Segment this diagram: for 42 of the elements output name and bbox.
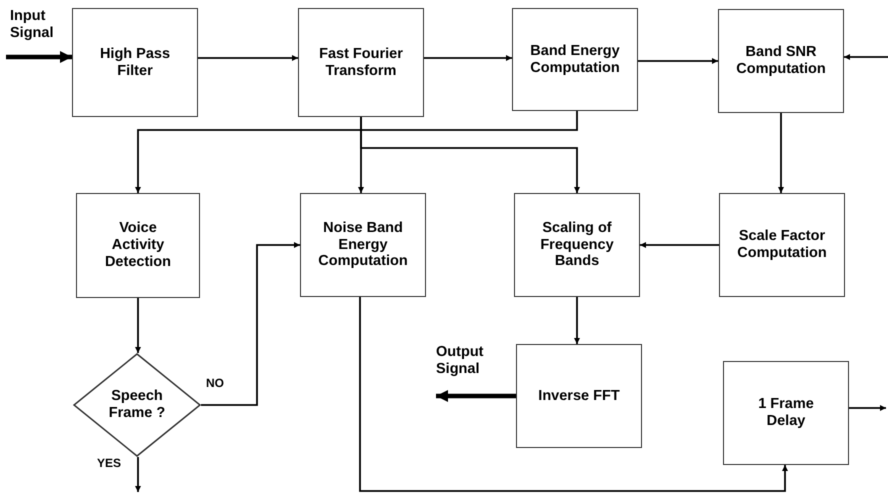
- process-box: [76, 193, 200, 298]
- process-box: [298, 8, 424, 117]
- arrow: [198, 55, 298, 61]
- arrow: [638, 58, 718, 64]
- process-box: [300, 193, 426, 297]
- edge-label: YES: [96, 456, 122, 470]
- arrow: [135, 298, 141, 353]
- node-label: Voice Activity Detection: [104, 220, 172, 270]
- arrow: [849, 405, 886, 411]
- node-label: Inverse FFT: [537, 388, 621, 404]
- node-label: Fast Fourier Transform: [318, 46, 404, 80]
- process-box: [516, 344, 642, 448]
- node-label: Band SNR Computation: [735, 44, 827, 78]
- arrow: [359, 297, 788, 492]
- process-box: [512, 8, 638, 111]
- decision-diamond: [73, 353, 201, 457]
- node-label: Scaling of Frequency Bands: [539, 220, 615, 270]
- process-box: [723, 361, 849, 465]
- arrow: [844, 54, 888, 60]
- signal-label: Input Signal: [10, 8, 55, 42]
- signal-label: Output Signal: [436, 344, 485, 378]
- node-label: Speech Frame ?: [108, 388, 166, 422]
- process-box: [719, 193, 845, 297]
- arrow: [574, 297, 580, 344]
- arrow: [201, 242, 300, 406]
- arrow: [135, 111, 578, 193]
- arrow: [436, 390, 516, 402]
- node-label: 1 Frame Delay: [757, 396, 815, 430]
- node-label: Noise Band Energy Computation: [317, 220, 409, 270]
- arrow: [640, 242, 719, 248]
- node-label: Band Energy Computation: [529, 42, 621, 76]
- process-box: [718, 9, 844, 113]
- node-label: Scale Factor Computation: [736, 228, 828, 262]
- node-label: High Pass Filter: [98, 46, 172, 80]
- process-box: [514, 193, 640, 297]
- edge-label: NO: [205, 376, 225, 390]
- arrow: [424, 55, 512, 61]
- arrow: [135, 457, 141, 492]
- arrow: [360, 117, 580, 193]
- arrow: [778, 113, 784, 193]
- process-box: [72, 8, 198, 117]
- arrow: [6, 51, 72, 63]
